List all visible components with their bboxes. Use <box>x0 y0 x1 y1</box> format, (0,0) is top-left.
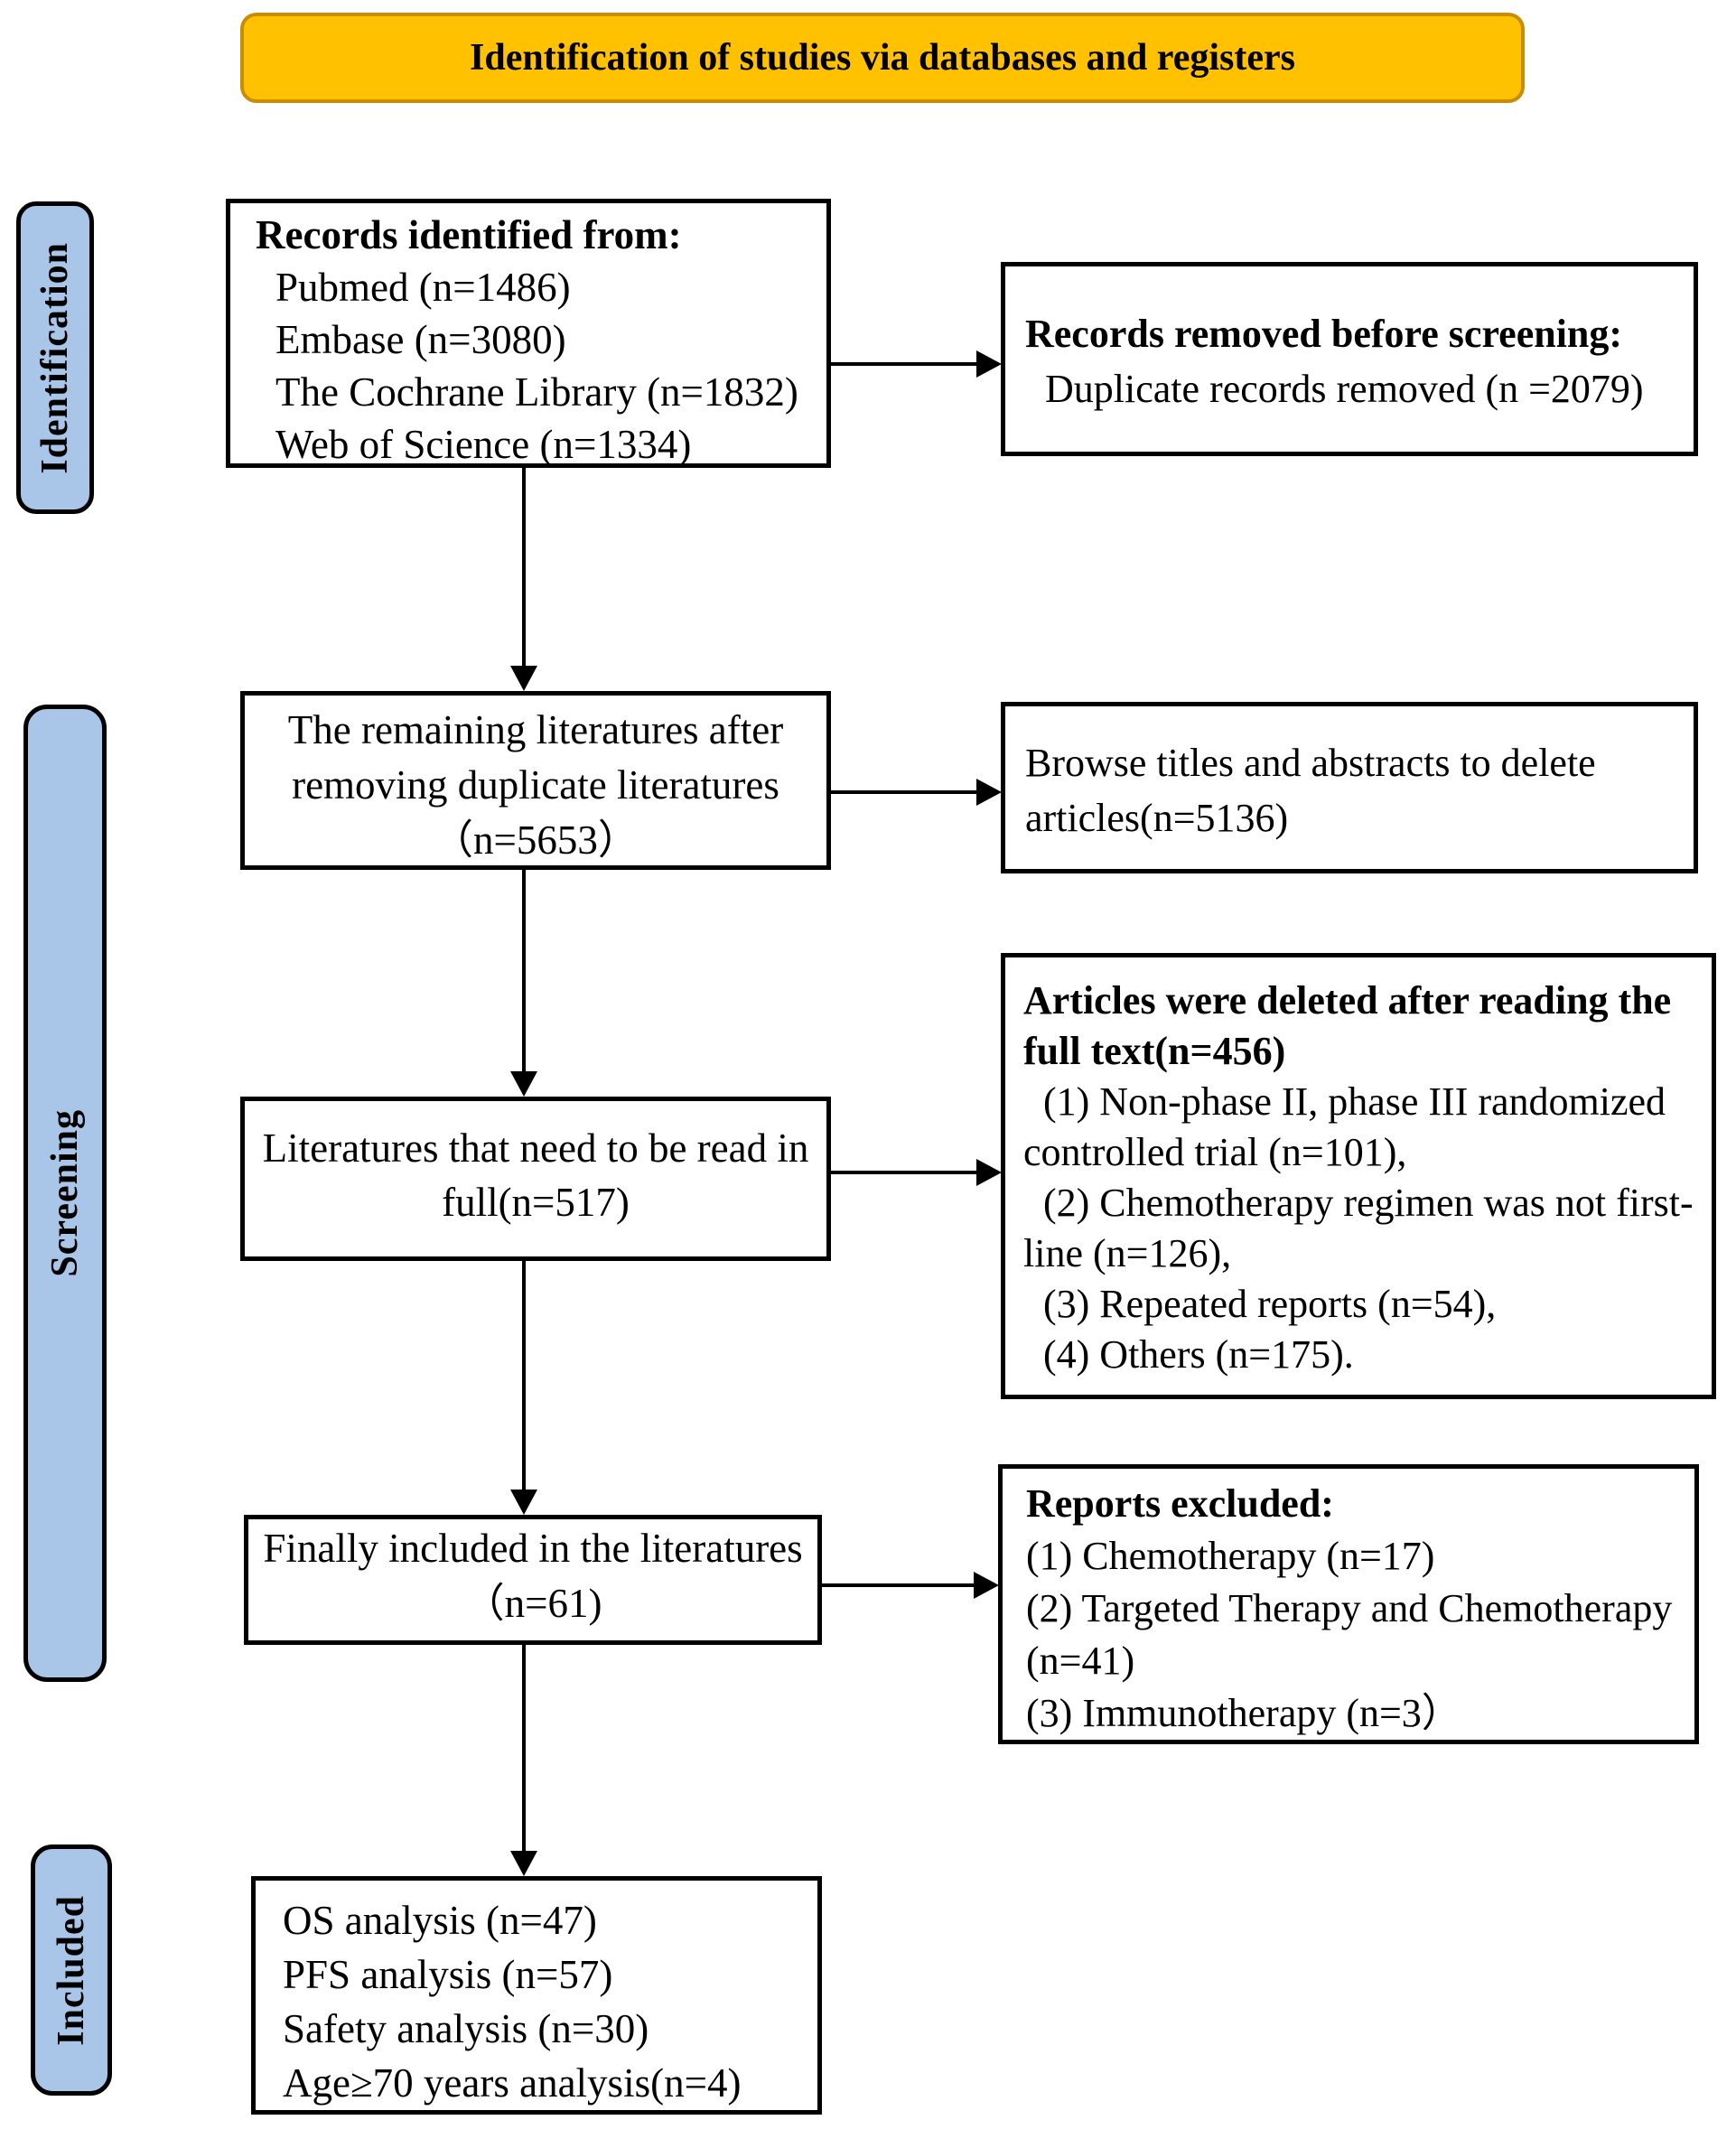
text-line: Web of Science (n=1334) <box>275 422 692 467</box>
box-finally-included: Finally included in the literatures （n=6… <box>244 1515 822 1645</box>
arrow-down-icon <box>510 1071 537 1097</box>
text-line: Finally included in the literatures <box>263 1526 803 1571</box>
text-line: (4) Others (n=175). <box>1023 1332 1354 1377</box>
box-records-removed: Records removed before screening: Duplic… <box>1001 262 1698 456</box>
text-line: Browse titles and abstracts to delete <box>1025 741 1596 785</box>
text-line: (2) Targeted Therapy and Chemotherapy <box>1026 1586 1673 1630</box>
box-heading: Records identified from: <box>256 212 682 257</box>
title-banner: Identification of studies via databases … <box>240 13 1525 103</box>
arrow-right-icon <box>976 1159 1002 1186</box>
connector-line-horizontal <box>829 1171 979 1174</box>
stage-included: Included <box>31 1844 112 2096</box>
text-line: Embase (n=3080) <box>275 317 566 362</box>
box-heading: Reports excluded: <box>1026 1481 1334 1526</box>
connector-line-vertical <box>522 870 526 1073</box>
box-analysis-included: OS analysis (n=47) PFS analysis (n=57) S… <box>251 1876 822 2115</box>
arrow-right-icon <box>976 350 1002 378</box>
box-heading: Records removed before screening: <box>1025 312 1623 356</box>
text-line: Safety analysis (n=30) <box>283 2006 649 2051</box>
text-line: (1) Chemotherapy (n=17) <box>1026 1534 1435 1578</box>
text-line: removing duplicate literatures <box>292 762 779 808</box>
connector-line-horizontal <box>829 790 979 794</box>
text-line: The remaining literatures after <box>287 707 784 752</box>
stage-included-label: Included <box>51 1894 92 2046</box>
text-line: (3) Immunotherapy (n=3） <box>1026 1691 1461 1735</box>
box-remaining-after-dedup: The remaining literatures after removing… <box>240 691 831 870</box>
connector-line-horizontal <box>820 1583 976 1587</box>
arrow-right-icon <box>974 1572 999 1599</box>
box-reports-excluded: Reports excluded: (1) Chemotherapy (n=17… <box>998 1464 1699 1744</box>
text-line: （n=61) <box>463 1581 602 1626</box>
stage-identification-label: Identification <box>34 241 76 474</box>
arrow-right-icon <box>976 779 1002 806</box>
arrow-down-icon <box>510 1490 537 1515</box>
arrow-down-icon <box>510 1851 537 1876</box>
text-line: line (n=126), <box>1023 1231 1232 1275</box>
text-line: (1) Non-phase II, phase III randomized <box>1023 1079 1666 1124</box>
box-heading: Articles were deleted after reading the <box>1023 978 1672 1023</box>
source-list: Pubmed (n=1486) Embase (n=3080) The Coch… <box>256 261 817 471</box>
text-line: （n=5653） <box>433 817 639 863</box>
text-line: articles(n=5136) <box>1025 796 1289 840</box>
text-line: Age≥70 years analysis(n=4) <box>283 2060 742 2106</box>
text-line: OS analysis (n=47) <box>283 1898 597 1943</box>
text-line: full(n=517) <box>442 1180 630 1225</box>
box-read-in-full: Literatures that need to be read in full… <box>240 1097 831 1261</box>
text-line: (3) Repeated reports (n=54), <box>1023 1282 1497 1326</box>
connector-line-vertical <box>522 1261 526 1491</box>
title-banner-label: Identification of studies via databases … <box>470 37 1295 79</box>
text-line: (n=41) <box>1026 1639 1135 1683</box>
text-line: controlled trial (n=101), <box>1023 1130 1407 1174</box>
box-browse-titles-abstracts: Browse titles and abstracts to delete ar… <box>1001 702 1698 873</box>
connector-line-horizontal <box>829 362 979 366</box>
text-line: Pubmed (n=1486) <box>275 265 571 310</box>
arrow-down-icon <box>510 666 537 691</box>
text-line: Literatures that need to be read in <box>262 1125 809 1171</box>
box-heading: full text(n=456) <box>1023 1029 1286 1073</box>
text-line: PFS analysis (n=57) <box>283 1952 613 1997</box>
text-line: The Cochrane Library (n=1832) <box>275 369 798 415</box>
stage-screening-label: Screening <box>44 1109 86 1277</box>
connector-line-vertical <box>522 468 526 668</box>
stage-identification: Identification <box>16 201 94 514</box>
stage-screening: Screening <box>23 705 107 1682</box>
text-line: Duplicate records removed (n =2079) <box>1025 367 1644 411</box>
box-records-identified: Records identified from: Pubmed (n=1486)… <box>226 199 831 468</box>
connector-line-vertical <box>522 1645 526 1853</box>
box-deleted-after-full-text: Articles were deleted after reading the … <box>1001 953 1716 1399</box>
text-line: (2) Chemotherapy regimen was not first- <box>1023 1181 1694 1225</box>
